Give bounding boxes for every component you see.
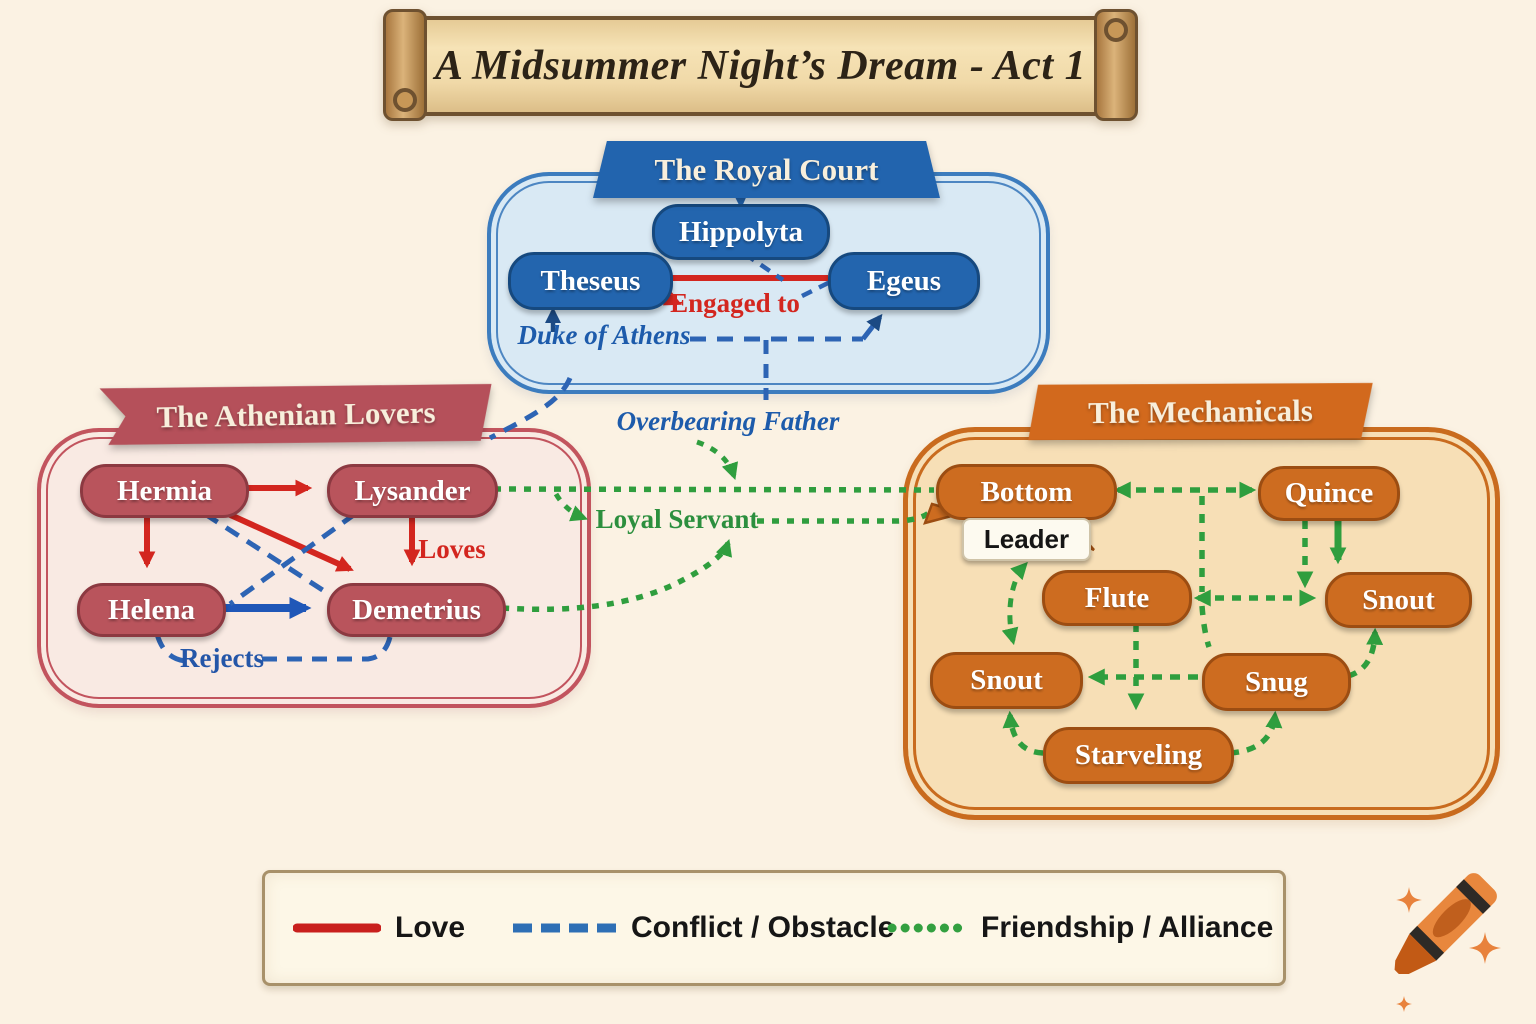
edge-rejects-left — [154, 633, 187, 664]
edge-lysander-bottom — [493, 486, 935, 493]
label-overbearing-father: Overbearing Father — [616, 406, 840, 436]
banner-royal-court-label: The Royal Court — [654, 151, 879, 187]
node-bottom-label: Bottom — [980, 475, 1073, 508]
edge-hermia-demetrius — [213, 505, 354, 572]
label-loves: Loves — [418, 534, 486, 564]
node-hippolyta: Hippolyta — [652, 204, 830, 260]
node-snout-upper: Snout — [1325, 572, 1472, 628]
conflict-line-icon — [513, 923, 617, 933]
edge-snout-leader — [1001, 561, 1028, 646]
legend-love-label: Love — [395, 911, 466, 944]
node-theseus: Theseus — [508, 252, 673, 310]
node-theseus-label: Theseus — [540, 264, 641, 297]
node-demetrius: Demetrius — [327, 583, 506, 637]
edge-demetrius-loyal-servant — [501, 538, 733, 613]
title-banner: A Midsummer Night’s Dream - Act 1 — [383, 9, 1138, 121]
node-snout-lower-label: Snout — [970, 664, 1043, 696]
scroll-right-roll — [1094, 9, 1138, 121]
page-title: A Midsummer Night’s Dream - Act 1 — [434, 43, 1087, 89]
node-snout-lower: Snout — [930, 652, 1083, 709]
edge-overbearing-pointer — [696, 439, 739, 481]
edge-theseus-to-lovers — [488, 376, 573, 441]
banner-athenian-lovers: The Athenian Lovers — [100, 382, 493, 448]
node-lysander: Lysander — [327, 464, 498, 518]
node-bottom: Bottom — [936, 464, 1117, 520]
node-quince: Quince — [1258, 466, 1400, 521]
label-loyal-servant: Loyal Servant — [595, 504, 759, 534]
node-demetrius-label: Demetrius — [352, 593, 481, 626]
node-hermia: Hermia — [80, 464, 249, 518]
edge-starveling-snout-lower — [1002, 710, 1044, 756]
crayon-icon — [1394, 873, 1501, 1012]
banner-mechanicals: The Mechanicals — [1028, 381, 1374, 442]
edge-starveling-snug — [1229, 710, 1283, 756]
node-lysander-label: Lysander — [354, 474, 471, 507]
leader-badge-label: Leader — [983, 524, 1070, 554]
node-hippolyta-label: Hippolyta — [678, 215, 804, 248]
label-engaged-to: Engaged to — [670, 288, 800, 318]
love-line-icon — [293, 923, 381, 933]
legend-item-conflict: Conflict / Obstacle — [513, 873, 894, 983]
friendship-line-icon — [887, 923, 967, 933]
node-snug: Snug — [1202, 653, 1351, 711]
leader-badge: Leader — [962, 518, 1091, 561]
node-hermia-label: Hermia — [116, 474, 212, 507]
label-duke-of-athens: Duke of Athens — [517, 320, 691, 350]
edge-loyal-servant-pointer — [553, 492, 588, 522]
edge-vertical-a-snug — [1199, 605, 1212, 648]
scroll-body: A Midsummer Night’s Dream - Act 1 — [419, 16, 1102, 116]
edge-snug-snout-upper — [1347, 627, 1384, 679]
edge-conflict-diagonal-2 — [228, 511, 357, 607]
node-helena-label: Helena — [108, 593, 195, 626]
edge-rejects-right — [262, 636, 393, 662]
sparkle-icon — [1469, 932, 1501, 964]
scroll-left-roll — [383, 9, 427, 121]
edge-loyal-servant-bottom — [757, 508, 933, 524]
node-helena: Helena — [77, 583, 226, 637]
legend: Love Conflict / Obstacle Friendship / Al… — [262, 870, 1286, 986]
banner-royal-court: The Royal Court — [593, 141, 940, 198]
edge-conflict-diagonal-1 — [203, 511, 337, 601]
node-quince-label: Quince — [1284, 477, 1374, 509]
sparkle-icon — [1396, 887, 1422, 913]
edge-duke-egeus-arrow — [861, 313, 883, 341]
label-rejects: Rejects — [180, 643, 264, 673]
sparkle-icon — [1396, 996, 1412, 1012]
node-snug-label: Snug — [1245, 665, 1308, 698]
edge-egeus-engagement — [800, 278, 834, 299]
legend-friendship-label: Friendship / Alliance — [981, 911, 1274, 944]
banner-athenian-lovers-label: The Athenian Lovers — [156, 394, 436, 434]
node-starveling: Starveling — [1043, 727, 1234, 784]
node-starveling-label: Starveling — [1074, 739, 1203, 771]
node-flute: Flute — [1042, 570, 1192, 626]
node-egeus-label: Egeus — [866, 264, 942, 297]
node-egeus: Egeus — [828, 252, 980, 310]
legend-item-love: Love — [293, 873, 465, 983]
legend-conflict-label: Conflict / Obstacle — [631, 911, 895, 944]
node-flute-label: Flute — [1084, 581, 1150, 614]
legend-item-friendship: Friendship / Alliance — [887, 873, 1273, 983]
node-snout-upper-label: Snout — [1362, 583, 1435, 616]
banner-mechanicals-label: The Mechanicals — [1087, 392, 1314, 430]
